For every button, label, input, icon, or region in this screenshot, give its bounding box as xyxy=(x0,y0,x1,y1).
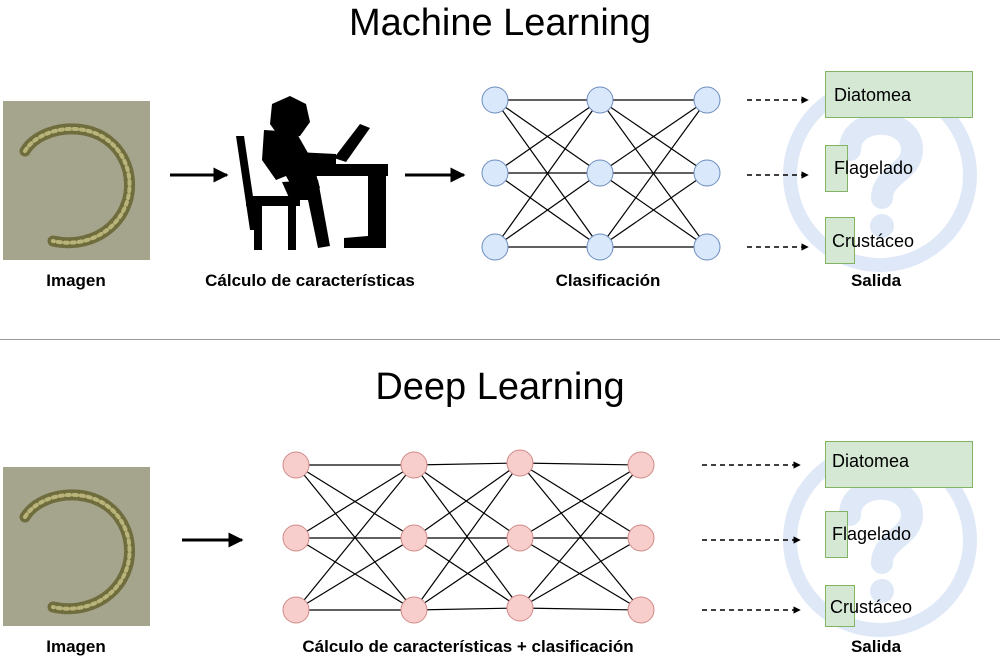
person-at-computer-icon xyxy=(236,96,388,250)
dl-output-label-flagelado: Flagelado xyxy=(832,524,912,544)
dl-label-salida: Salida xyxy=(850,637,902,656)
ml-label-imagen: Imagen xyxy=(46,271,106,290)
plankton-image-bottom xyxy=(3,467,150,626)
dl-output-box-diatomea xyxy=(825,441,973,488)
dl-network-edges xyxy=(295,462,642,611)
ml-output-label-flagelado: Flagelado xyxy=(834,158,914,178)
ml-label-clasificacion: Clasificación xyxy=(555,271,661,290)
section-divider xyxy=(0,339,1000,340)
dl-label-imagen: Imagen xyxy=(46,637,106,656)
machine-learning-title: Machine Learning xyxy=(348,2,652,44)
ml-output-arrows xyxy=(747,96,809,251)
ml-output-box-crustaceo xyxy=(825,217,855,264)
dl-output-box-crustaceo xyxy=(825,585,855,627)
ml-output-label-crustaceo: Crustáceo xyxy=(832,231,915,251)
deep-learning-title: Deep Learning xyxy=(375,366,625,408)
dl-output-label-crustaceo: Crustáceo xyxy=(830,597,913,617)
ml-output-box-diatomea xyxy=(825,71,973,118)
dl-label-calculo-clasificacion: Cálculo de características + clasificaci… xyxy=(302,637,634,656)
ml-label-salida: Salida xyxy=(850,271,902,290)
ml-network-edges xyxy=(494,99,708,248)
dl-output-box-flagelado xyxy=(825,511,848,558)
ml-output-label-diatomea: Diatomea xyxy=(834,85,912,105)
ml-output-box-flagelado xyxy=(825,145,848,192)
dl-output-arrows xyxy=(702,461,801,614)
ml-label-calculo: Cálculo de características xyxy=(205,271,415,290)
dl-network-nodes xyxy=(282,449,655,624)
ml-network-nodes xyxy=(481,86,721,261)
dl-output-label-diatomea: Diatomea xyxy=(832,451,910,471)
plankton-image-top xyxy=(3,101,150,260)
